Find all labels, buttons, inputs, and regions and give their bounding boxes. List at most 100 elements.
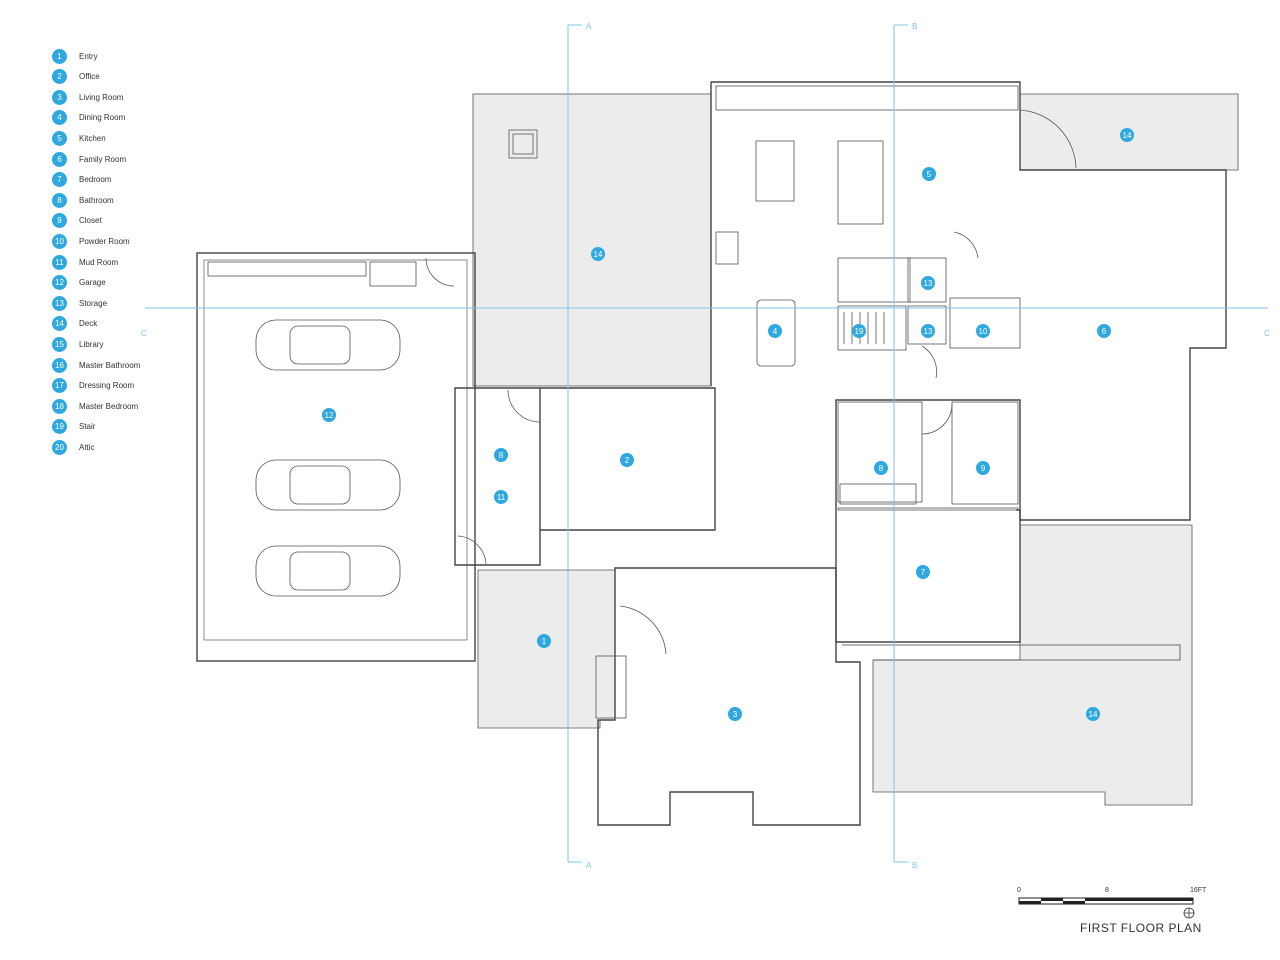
- section-line-b: [893, 24, 908, 863]
- legend-label: Entry: [79, 51, 98, 61]
- svg-text:13: 13: [924, 327, 933, 336]
- svg-text:14: 14: [1089, 710, 1098, 719]
- legend-label: Attic: [79, 442, 95, 452]
- closet-walls: [951, 401, 1019, 505]
- legend-label: Dining Room: [79, 113, 126, 123]
- legend-label: Dressing Room: [79, 381, 135, 391]
- room-tag-closet: 9: [976, 461, 990, 475]
- scale-end: 16FT: [1190, 887, 1207, 894]
- legend-number: 11: [52, 254, 67, 270]
- scale-bar: [1018, 897, 1195, 919]
- legend-number: 9: [52, 213, 67, 229]
- svg-text:11: 11: [497, 493, 506, 502]
- kitchen-island: [755, 140, 795, 202]
- room-tag-stair: 19: [852, 324, 866, 338]
- legend-label: Closet: [79, 216, 102, 226]
- room-tag-deck-ne: 14: [1120, 128, 1134, 142]
- room-tag-deck-se: 14: [1086, 707, 1100, 721]
- room-tag-family: 6: [1097, 324, 1111, 338]
- legend-label: Living Room: [79, 92, 124, 102]
- scale-zero: 0: [1017, 887, 1021, 894]
- svg-text:14: 14: [594, 250, 603, 259]
- storage-a-walls: [837, 257, 911, 303]
- legend-number: 13: [52, 295, 67, 311]
- legend-number: 2: [52, 69, 67, 85]
- legend-item: 11 Mud Room: [52, 254, 118, 270]
- dining-table: [756, 299, 796, 367]
- room-tag-bath-b: 8: [874, 461, 888, 475]
- svg-text:3: 3: [733, 710, 738, 719]
- room-tag-deck-west: 14: [591, 247, 605, 261]
- legend-number: 12: [52, 275, 67, 291]
- legend-number: 3: [52, 89, 67, 105]
- section-c-left: C: [141, 329, 147, 338]
- section-b-bottom: B: [912, 861, 917, 870]
- room-tag-bath-a: 8: [494, 448, 508, 462]
- legend-label: Mud Room: [79, 257, 119, 267]
- entry-porch: [477, 569, 616, 729]
- legend-number: 20: [52, 439, 67, 455]
- room-tags: 1 2 3 4 5 6 7 8 8 9 10 11 12 13 13 14 14…: [322, 128, 1134, 721]
- svg-text:12: 12: [325, 411, 334, 420]
- svg-text:1: 1: [542, 637, 547, 646]
- svg-text:13: 13: [924, 279, 933, 288]
- legend-number: 15: [52, 336, 67, 352]
- legend-label: Powder Room: [79, 236, 130, 246]
- legend-number: 17: [52, 378, 67, 394]
- svg-text:9: 9: [981, 464, 986, 473]
- stair-walls: [837, 305, 907, 351]
- scale-mid: 8: [1105, 887, 1109, 894]
- section-line-a: [567, 24, 582, 863]
- partitions: [207, 85, 1077, 719]
- legend-item: 20 Attic: [52, 439, 95, 455]
- legend-number: 8: [52, 192, 67, 208]
- section-b-top: B: [912, 22, 917, 31]
- legend-item: 19 Stair: [52, 419, 95, 435]
- cooktop-island: [837, 140, 884, 225]
- room-tag-storage-b: 13: [921, 324, 935, 338]
- legend-number: 10: [52, 233, 67, 249]
- storage-b-walls: [907, 305, 947, 345]
- bath-b-walls: [837, 401, 923, 503]
- svg-text:6: 6: [1102, 327, 1107, 336]
- deck-areas: [472, 93, 1239, 806]
- legend-number: 19: [52, 419, 67, 435]
- section-c-right: C: [1264, 329, 1270, 338]
- legend-label: Stair: [79, 422, 96, 432]
- room-tag-powder: 10: [976, 324, 990, 338]
- legend-number: 16: [52, 357, 67, 373]
- room-tag-garage: 12: [322, 408, 336, 422]
- room-tag-mud: 11: [494, 490, 508, 504]
- garage-outline: [196, 252, 476, 662]
- legend-label: Family Room: [79, 154, 127, 164]
- legend-item: 17 Dressing Room: [52, 378, 134, 394]
- legend-item: 16 Master Bathroom: [52, 357, 140, 373]
- section-lines: [145, 24, 1268, 863]
- room-tag-living: 3: [728, 707, 742, 721]
- section-a-bottom: A: [586, 861, 592, 870]
- legend-item: 10 Powder Room: [52, 233, 130, 249]
- room-tag-storage-a: 13: [921, 276, 935, 290]
- legend-item: 12 Garage: [52, 275, 106, 291]
- legend-label: Master Bathroom: [79, 360, 141, 370]
- room-tag-bedroom: 7: [916, 565, 930, 579]
- powder-walls: [949, 297, 1021, 349]
- plan-title: FIRST FLOOR PLAN: [1080, 921, 1202, 935]
- garage-cars: [255, 319, 401, 597]
- svg-text:5: 5: [927, 170, 932, 179]
- legend-item: 9 Closet: [52, 213, 102, 229]
- svg-text:4: 4: [773, 327, 778, 336]
- legend-item: 3 Living Room: [52, 89, 123, 105]
- legend-label: Kitchen: [79, 133, 106, 143]
- legend-label: Garage: [79, 278, 106, 288]
- car: [255, 545, 401, 597]
